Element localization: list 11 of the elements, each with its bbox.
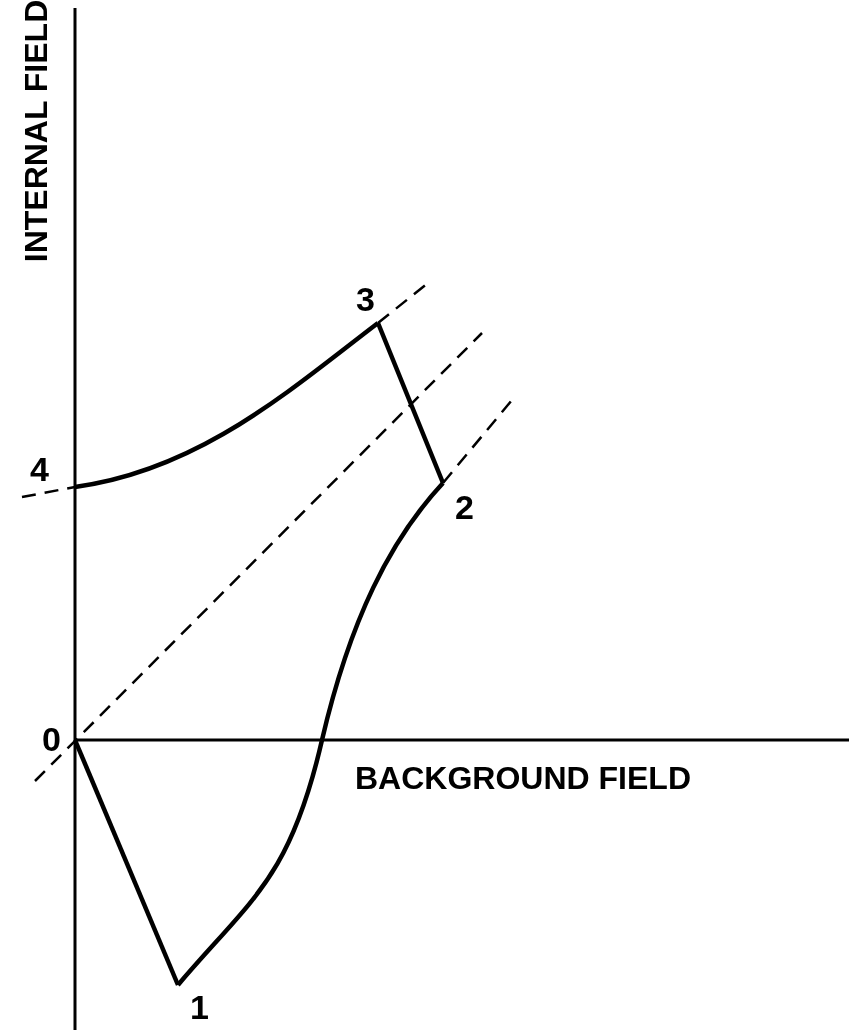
cycle-curve [74,321,380,490]
cycle-curve [375,322,446,484]
point-label: 4 [30,452,49,486]
cycle-curve [72,739,181,986]
cycle-curve [176,481,445,987]
y-axis-label: INTERNAL FIELD [20,0,53,263]
point-label: 2 [455,490,474,524]
point-label: 0 [42,722,61,756]
point-label: 1 [190,990,209,1024]
point-label: 3 [356,282,375,316]
x-axis-label: BACKGROUND FIELD [355,762,691,794]
